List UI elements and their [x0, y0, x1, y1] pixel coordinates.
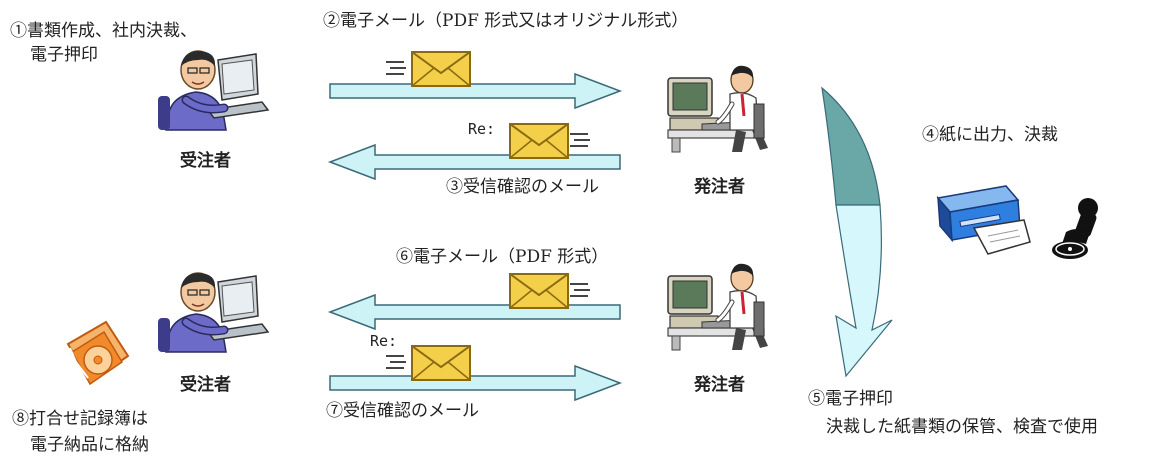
speed-lines-icon	[385, 355, 407, 369]
step1-text-line1: ①書類作成、社内決裁、	[10, 21, 197, 41]
reply-label-bottom: Re:	[370, 332, 398, 350]
client-figure-top	[668, 66, 768, 152]
speed-lines-icon	[569, 133, 591, 147]
arrow-left-step6	[327, 293, 621, 331]
contractor-figure-top	[158, 51, 268, 130]
contractor-label-top: 受注者	[180, 151, 231, 171]
curved-arrow	[821, 86, 893, 378]
arrow-left-step3	[327, 143, 621, 181]
printer-icon	[936, 185, 1031, 255]
step1-text-line2: 電子押印	[30, 45, 98, 65]
client-label-bottom: 発注者	[694, 375, 745, 395]
envelope-icon-step7	[411, 345, 471, 381]
step5-text-line2: 決裁した紙書類の保管、検査で使用	[826, 417, 1098, 437]
stamp-icon	[1052, 198, 1098, 259]
arrow-right-step7	[329, 364, 623, 402]
client-figure-bottom	[668, 264, 768, 350]
step4-text: ④紙に出力、決裁	[922, 125, 1058, 145]
arrow-right-step2	[329, 72, 623, 110]
step7-text: ⑦受信確認のメール	[326, 401, 479, 421]
step6-text: ⑥電子メール（PDF 形式）	[396, 247, 609, 267]
contractor-figure-bottom	[158, 273, 268, 352]
reply-label-top: Re:	[468, 120, 496, 138]
envelope-icon-step3	[509, 123, 569, 159]
speed-lines-icon	[569, 283, 591, 297]
step3-text: ③受信確認のメール	[446, 177, 599, 197]
step5-text-line1: ⑤電子押印	[808, 389, 893, 409]
step2-text: ②電子メール（PDF 形式又はオリジナル形式）	[323, 11, 689, 31]
speed-lines-icon	[385, 61, 407, 75]
client-label-top: 発注者	[694, 177, 745, 197]
disc-folder-icon	[66, 320, 130, 386]
envelope-icon-step6	[509, 273, 569, 309]
step8-text-line2: 電子納品に格納	[30, 435, 149, 455]
step8-text-line1: ⑧打合せ記録簿は	[12, 409, 148, 429]
contractor-label-bottom: 受注者	[180, 375, 231, 395]
envelope-icon-step2	[411, 51, 471, 87]
